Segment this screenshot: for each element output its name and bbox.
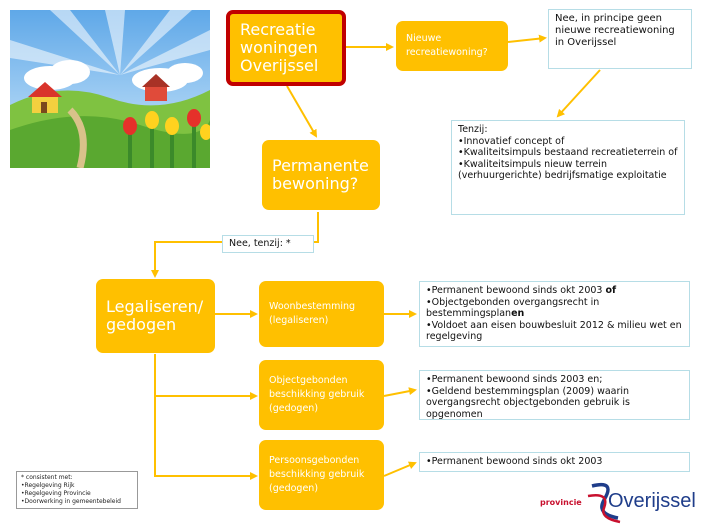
permanent-answer-label: Nee, tenzij: * xyxy=(222,235,314,253)
arrow-new-to-answer xyxy=(507,34,547,43)
arrow-answer-to-exception xyxy=(556,69,601,118)
exception-item: •Kwaliteitsimpuls bestaand recreatieterr… xyxy=(458,147,678,158)
exception-title: Tenzij: xyxy=(458,124,488,135)
logo-small-text: provincie xyxy=(540,498,582,507)
exception-box: Tenzij: •Innovatief concept of •Kwalitei… xyxy=(451,120,685,215)
new-answer-box: Nee, in principe geen nieuwe recreatiewo… xyxy=(548,9,692,69)
criteria-item: •Objectgebonden overgangsrecht in bestem… xyxy=(426,296,600,320)
new-question-node: Nieuwe recreatiewoning? xyxy=(396,21,508,71)
legalize-node: Legaliseren/ gedogen xyxy=(96,279,215,353)
legend-item: •Regelgeving Provincie xyxy=(21,490,91,497)
start-node: Recreatie woningen Overijssel xyxy=(226,10,346,86)
criteria-objectgebonden: •Permanent bewoond sinds 2003 en; •Gelde… xyxy=(419,370,690,420)
permanent-question-node: Permanente bewoning? xyxy=(262,140,380,210)
landscape-illustration xyxy=(10,10,210,168)
logo-swoosh-icon xyxy=(587,482,621,524)
permanent-answer-text: Nee, tenzij: * xyxy=(229,238,291,249)
criteria-item: •Permanent bewoond sinds 2003 en; xyxy=(426,374,603,385)
new-answer-text: Nee, in principe geen nieuwe recreatiewo… xyxy=(555,13,675,48)
criteria-item: •Permanent bewoond sinds okt 2003 xyxy=(426,456,603,467)
start-node-label: Recreatie woningen Overijssel xyxy=(240,20,319,75)
option-persoonsgebonden: Persoonsgebonden beschikking gebruik (ge… xyxy=(259,440,384,510)
arrow-opt2-to-criteria xyxy=(383,387,417,397)
new-question-label: Nieuwe recreatiewoning? xyxy=(406,33,488,58)
option-objectgebonden-label: Objectgebonden beschikking gebruik (gedo… xyxy=(269,375,365,414)
option-persoonsgebonden-label: Persoonsgebonden beschikking gebruik (ge… xyxy=(269,455,365,494)
logo-name-text: Overijssel xyxy=(608,490,696,512)
exception-item: •Kwaliteitsimpuls nieuw terrein (verhuur… xyxy=(458,158,667,182)
legend-title: * consistent met: xyxy=(21,474,73,481)
legend-item: •Regelgeving Rijk xyxy=(21,482,75,489)
criteria-item: •Permanent bewoond sinds okt 2003 of xyxy=(426,285,617,296)
criteria-item: •Voldoet aan eisen bouwbesluit 2012 & mi… xyxy=(426,319,682,343)
option-objectgebonden: Objectgebonden beschikking gebruik (gedo… xyxy=(259,360,384,430)
criteria-item: •Geldend bestemmingsplan (2009) waarin o… xyxy=(426,385,630,420)
consistency-legend: * consistent met: •Regelgeving Rijk •Reg… xyxy=(16,471,138,509)
legalize-label: Legaliseren/ gedogen xyxy=(106,297,204,334)
arrow-opt3-to-criteria xyxy=(383,461,417,477)
legend-item: •Doorwerking in gemeentebeleid xyxy=(21,498,121,505)
provincie-overijssel-logo: provincie Overijssel xyxy=(540,478,700,524)
arrow-legal-to-opt3 xyxy=(154,396,258,480)
exception-item: •Innovatief concept of xyxy=(458,135,565,147)
option-woonbestemming: Woonbestemming (legaliseren) xyxy=(259,281,384,347)
arrow-legal-to-opt2 xyxy=(154,354,258,400)
criteria-woonbestemming: •Permanent bewoond sinds okt 2003 of •Ob… xyxy=(419,281,690,347)
option-woonbestemming-label: Woonbestemming (legaliseren) xyxy=(269,301,356,326)
permanent-question-label: Permanente bewoning? xyxy=(272,156,369,193)
criteria-persoonsgebonden: •Permanent bewoond sinds okt 2003 xyxy=(419,452,690,472)
arrow-start-to-perm xyxy=(286,85,318,138)
